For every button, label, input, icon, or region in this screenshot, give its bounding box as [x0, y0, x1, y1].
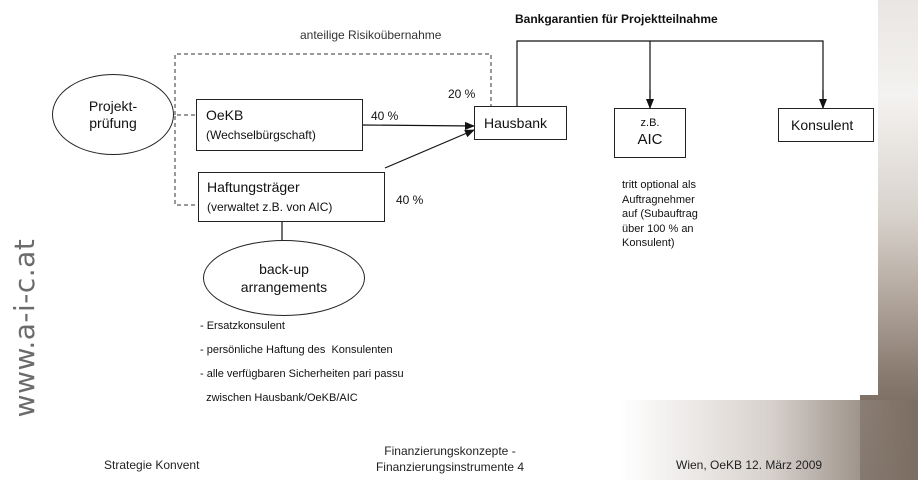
slide-content-panel — [0, 0, 878, 395]
aic-box: z.B. AIC — [614, 108, 686, 158]
aic-name: AIC — [637, 131, 663, 148]
projektpruefung-line1: Projekt- — [88, 97, 138, 114]
arrow-oekb-hausbank — [362, 121, 475, 130]
percent-40-haftung-label: 40 % — [396, 193, 424, 207]
projektpruefung-ellipse: Projekt- prüfung — [52, 74, 174, 155]
oekb-box: OeKB (Wechselbürgschaft) — [196, 99, 363, 151]
projektpruefung-line2: prüfung — [89, 114, 137, 131]
percent-40-oekb-label: 40 % — [371, 109, 399, 123]
bullet-item: - alle verfügbaren Sicherheiten pari pas… — [200, 368, 404, 380]
aic-note-line: Auftragnehmer — [622, 193, 695, 206]
haftungstraeger-box: Haftungsträger (verwaltet z.B. von AIC) — [198, 172, 385, 222]
bullet-item: zwischen Hausbank/OeKB/AIC — [200, 392, 358, 404]
oekb-subtitle: (Wechselbürgschaft) — [206, 128, 316, 142]
bullet-item: - Ersatzkonsulent — [200, 320, 285, 332]
aic-note-line: auf (Subauftrag — [622, 208, 698, 220]
haftungstraeger-title: Haftungsträger — [207, 179, 300, 195]
footer-left: Strategie Konvent — [104, 458, 200, 472]
footer-center-line1: Finanzierungskonzepte - — [384, 444, 516, 458]
footer-right: Wien, OeKB 12. März 2009 — [676, 458, 823, 472]
konsulent-box: Konsulent — [778, 108, 874, 142]
guarantee-tree — [516, 40, 824, 108]
footer-center-line2: Finanzierungsinstrumente 4 — [375, 460, 525, 474]
website-watermark: www.a-i-c.at — [8, 238, 41, 418]
backup-line1: back-up — [259, 261, 309, 277]
backup-arrangements-ellipse: back-up arrangements — [203, 240, 365, 316]
hausbank-box: Hausbank — [474, 106, 567, 140]
aic-note: tritt optional als Auftragnehmer auf (Su… — [622, 178, 698, 251]
arrow-haftung-hausbank — [384, 129, 475, 169]
aic-note-line: Konsulent) — [622, 237, 675, 249]
konsulent-label: Konsulent — [791, 117, 854, 133]
hausbank-label: Hausbank — [484, 115, 548, 131]
backup-line2: arrangements — [240, 279, 328, 295]
footer-center: Finanzierungskonzepte - Finanzierungsins… — [320, 443, 580, 475]
aic-note-line: über 100 % an — [622, 222, 694, 235]
aic-prefix: z.B. — [640, 117, 660, 129]
percent-20-label: 20 % — [448, 87, 476, 101]
diagram-title: Bankgarantien für Projektteilnahme — [515, 12, 718, 26]
aic-note-line: tritt optional als — [622, 179, 696, 191]
risk-label: anteilige Risikoübernahme — [300, 28, 442, 42]
background-photo-bottom — [620, 400, 918, 480]
bullet-item: - persönliche Haftung des Konsulenten — [200, 344, 393, 356]
haftungstraeger-subtitle: (verwaltet z.B. von AIC) — [207, 200, 333, 214]
oekb-title: OeKB — [206, 107, 244, 123]
